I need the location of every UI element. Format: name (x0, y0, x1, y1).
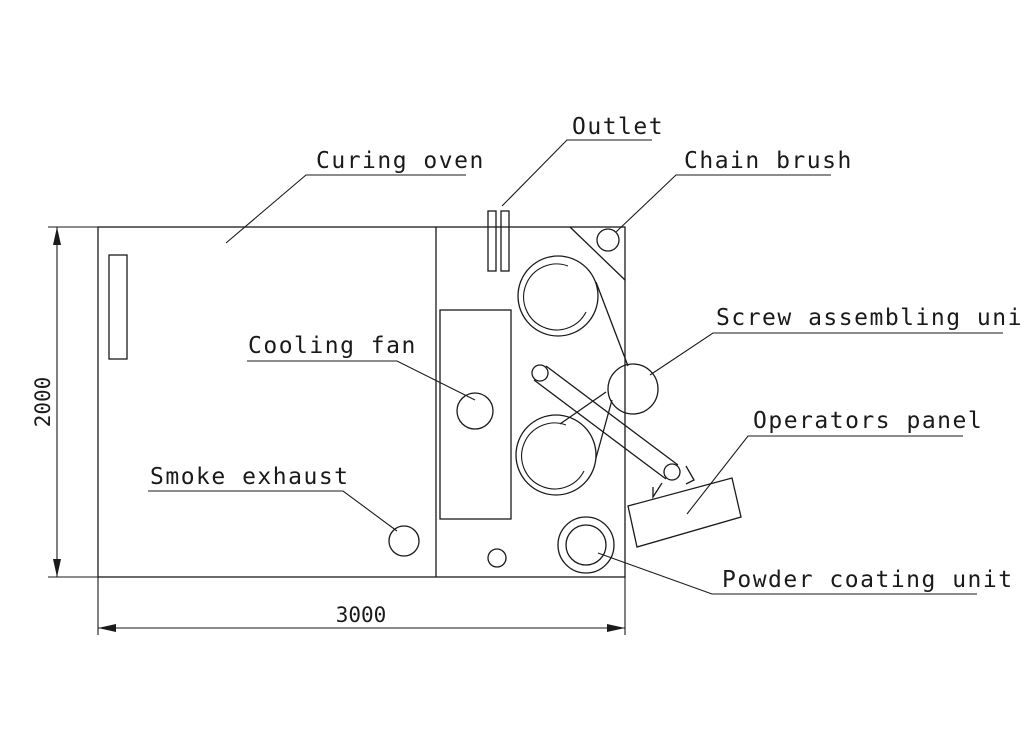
small-port (487, 548, 507, 568)
operator-arm (531, 364, 695, 500)
label-chain-brush: Chain brush (684, 148, 853, 174)
belt (559, 281, 629, 459)
leader-lines (148, 139, 1003, 595)
machine-outline (97, 226, 626, 578)
lower-reel (515, 414, 597, 496)
label-powder-coating-unit: Powder coating unit (722, 567, 1014, 593)
label-operators-panel: Operators panel (753, 408, 983, 434)
powder-coating-unit (557, 516, 615, 574)
height-dimension (48, 226, 98, 578)
screw-assembling-unit (607, 363, 659, 415)
outlet-slots (487, 210, 510, 272)
label-smoke-exhaust: Smoke exhaust (150, 464, 350, 490)
chain-brush (596, 228, 620, 252)
label-outlet: Outlet (572, 114, 664, 140)
width-dimension (97, 577, 626, 635)
oven-window (108, 254, 128, 360)
upper-reel (517, 255, 599, 337)
cooling-fan (456, 392, 494, 430)
label-screw-assembling-unit: Screw assembling unit (716, 305, 1024, 331)
height-dimension-label: 2000 (31, 377, 55, 428)
operators-panel (627, 477, 742, 548)
smoke-exhaust (388, 525, 420, 557)
label-curing-oven: Curing oven (316, 148, 485, 174)
cooling-fan-panel (439, 309, 512, 520)
width-dimension-label: 3000 (336, 603, 387, 627)
label-cooling-fan: Cooling fan (248, 333, 417, 359)
